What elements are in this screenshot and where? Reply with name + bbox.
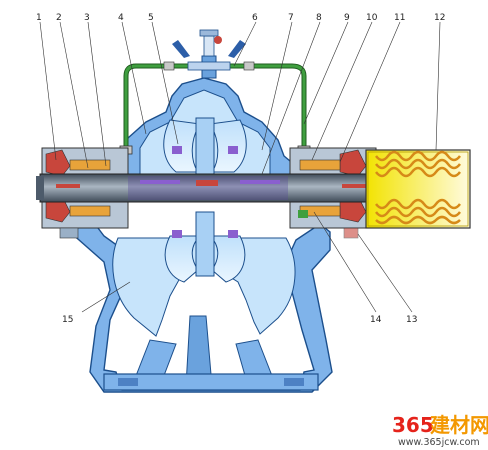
watermark-number: 365 (392, 413, 434, 437)
callout-leader-lines (39, 21, 441, 313)
callout-3: 3 (84, 13, 90, 23)
motor-housing (365, 149, 471, 229)
callout-7: 7 (288, 13, 294, 23)
pump-casing-lower (68, 219, 333, 393)
callout-14: 14 (370, 315, 382, 325)
callout-11: 11 (394, 13, 405, 23)
callout-6: 6 (252, 13, 258, 23)
callout-15: 15 (62, 315, 73, 325)
watermark-url: www.365jcw.com (398, 437, 480, 448)
site-watermark: 365 建材网 www.365jcw.com (392, 413, 488, 448)
callout-numbers: 1 2 3 4 5 6 7 8 9 10 11 12 13 14 15 (36, 13, 445, 325)
watermark-brand: 建材网 (430, 413, 488, 437)
double-suction-impeller (163, 117, 247, 283)
callout-5: 5 (148, 13, 154, 23)
callout-1: 1 (36, 13, 42, 23)
top-valve-assembly (163, 29, 255, 79)
callout-10: 10 (366, 13, 378, 23)
callout-2: 2 (56, 13, 62, 23)
callout-13: 13 (406, 315, 417, 325)
callout-4: 4 (118, 13, 124, 23)
callout-8: 8 (316, 13, 322, 23)
callout-12: 12 (434, 13, 445, 23)
callout-9: 9 (344, 13, 350, 23)
